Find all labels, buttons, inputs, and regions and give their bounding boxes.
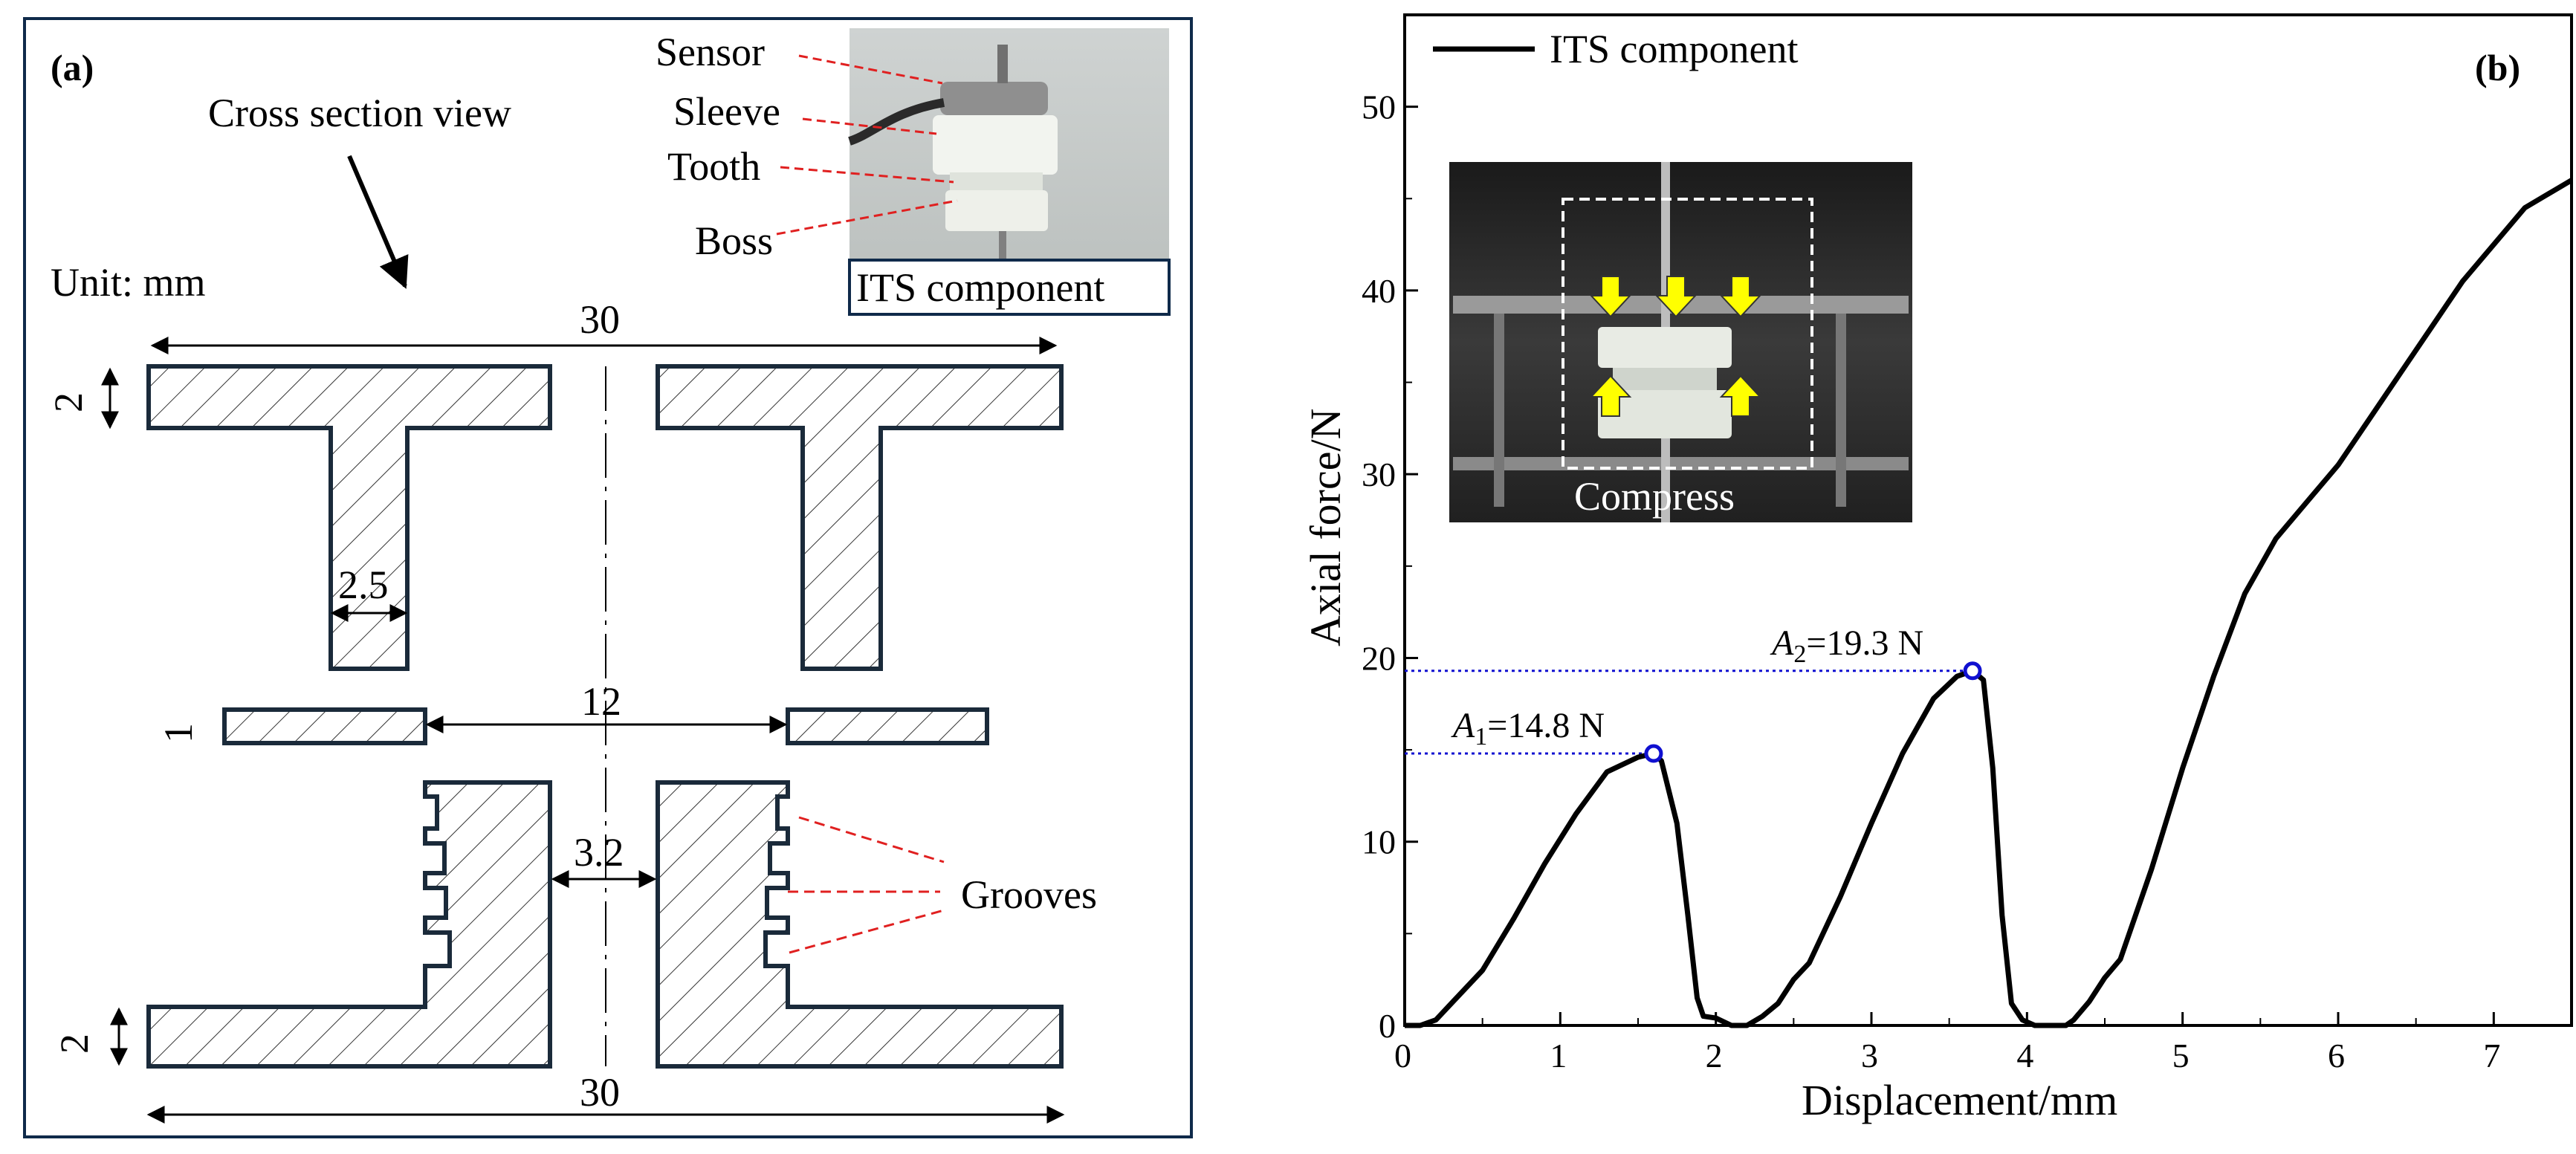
callout-sleeve-line (802, 117, 937, 135)
photo-caption: ITS component (856, 265, 1104, 310)
y-axis-label: Axial force/N (1301, 409, 1350, 646)
y-tick-label-5: 50 (1362, 88, 1396, 126)
x-tick-label-7: 7 (2483, 1037, 2500, 1074)
bottom-width-value: 30 (580, 1070, 620, 1115)
photo-sensor-pin (997, 45, 1008, 83)
inset-boss (1598, 390, 1732, 438)
inset-sleeve (1598, 327, 1732, 368)
photo-cable (848, 98, 945, 146)
arrow-up-1 (1589, 375, 1632, 417)
inset-rod-right (1836, 314, 1846, 507)
panel-b: (b) ITS component Displacement/mm Axial … (1301, 13, 2573, 1124)
callout-sensor-line (798, 54, 943, 85)
callout-tooth: Tooth (667, 144, 760, 189)
callout-boss-line (776, 199, 958, 236)
tooth-thickness-value: 1 (156, 723, 201, 743)
photo-sleeve (933, 115, 1058, 175)
top-part-right (656, 364, 1064, 671)
unit-label: Unit: mm (51, 260, 206, 305)
x-tick-label-4: 4 (2016, 1037, 2033, 1074)
photo-sensor (940, 82, 1048, 115)
peak-annotation-2: A2=19.3 N (1770, 623, 1923, 668)
peak-annotation-sub-2: 2 (1793, 641, 1806, 668)
photo-caption-box (848, 259, 1171, 316)
inset-caption: Compress (1574, 474, 1735, 519)
grooves-label: Grooves (961, 872, 1097, 917)
x-axis-label: Displacement/mm (1802, 1076, 2117, 1124)
tooth-plate-left (222, 707, 427, 745)
axes-ticks: 0 1 2 3 4 5 6 7 0 10 20 30 40 50 (1362, 14, 2500, 1074)
groove-callout-1 (798, 816, 945, 863)
cross-section-label: Cross section view (208, 91, 511, 135)
callout-tooth-line (780, 166, 954, 184)
x-tick-label-1: 1 (1550, 1037, 1567, 1074)
photo-tooth (950, 172, 1043, 190)
arrow-down-1 (1589, 276, 1632, 318)
top-width-value: 30 (580, 297, 620, 342)
inset-tooth (1613, 368, 1717, 390)
stem-width-value: 2.5 (338, 563, 389, 607)
peak-annotation-base-1: A (1451, 706, 1475, 745)
its-photo: ITS component (848, 28, 1171, 316)
arrow-up-2 (1719, 375, 1762, 417)
peak-annotation-sub-1: 1 (1475, 723, 1487, 751)
top-thickness-value: 2 (46, 392, 91, 412)
series-line-its-component (1405, 178, 2573, 1028)
y-tick-label-0: 0 (1379, 1007, 1396, 1045)
plot-frame (1403, 13, 2573, 1027)
panel-b-label: (b) (2475, 47, 2520, 88)
x-tick-label-5: 5 (2172, 1037, 2190, 1074)
tooth-gap-value: 12 (581, 679, 621, 724)
compress-inset: Compress (1449, 162, 1912, 522)
legend-label: ITS component (1550, 27, 1798, 71)
peak-marker-2 (1963, 661, 1982, 681)
bore-width-value: 3.2 (574, 830, 624, 875)
peak-annotation-1: A1=14.8 N (1451, 706, 1605, 751)
photo-rod (999, 231, 1006, 259)
y-tick-label-2: 20 (1362, 639, 1396, 677)
inset-arrows (1589, 276, 1762, 417)
y-tick-label-1: 10 (1362, 823, 1396, 861)
y-tick-label-4: 40 (1362, 272, 1396, 310)
photo-boss (945, 190, 1048, 231)
peak-annotation-value-2: =19.3 N (1806, 623, 1923, 663)
x-tick-label-6: 6 (2328, 1037, 2345, 1074)
callout-sensor: Sensor (656, 30, 765, 74)
peak-annotation-base-2: A (1770, 623, 1794, 663)
x-tick-label-3: 3 (1861, 1037, 1878, 1074)
cross-section-arrow (347, 155, 409, 289)
x-tick-label-0: 0 (1394, 1037, 1411, 1074)
bottom-part-left (146, 780, 552, 1069)
peak-annotation-value-1: =14.8 N (1487, 706, 1605, 745)
annotation-guides (1405, 670, 1973, 755)
x-tick-label-2: 2 (1706, 1037, 1723, 1074)
arrow-down-3 (1719, 276, 1762, 318)
bottom-thickness-value: 2 (52, 1034, 97, 1054)
inset-rod-left (1494, 314, 1504, 507)
groove-callout-3 (789, 909, 945, 954)
bottom-part-right (656, 780, 1064, 1069)
arrow-down-2 (1654, 276, 1698, 318)
callout-boss: Boss (695, 218, 773, 263)
top-part-left (146, 364, 552, 671)
panel-a-label: (a) (51, 47, 94, 88)
y-tick-label-3: 30 (1362, 456, 1396, 493)
inset-dash-box (1562, 198, 1813, 470)
panel-a: (a) Cross section view Unit: mm 30 2 2.5… (23, 17, 1193, 1138)
callout-sleeve: Sleeve (673, 89, 780, 134)
inset-plate-bottom (1453, 457, 1909, 470)
peak-marker-1 (1644, 744, 1663, 763)
tooth-plate-right (786, 707, 989, 745)
peak-markers: A1=14.8 NA2=19.3 N (1451, 623, 1982, 763)
